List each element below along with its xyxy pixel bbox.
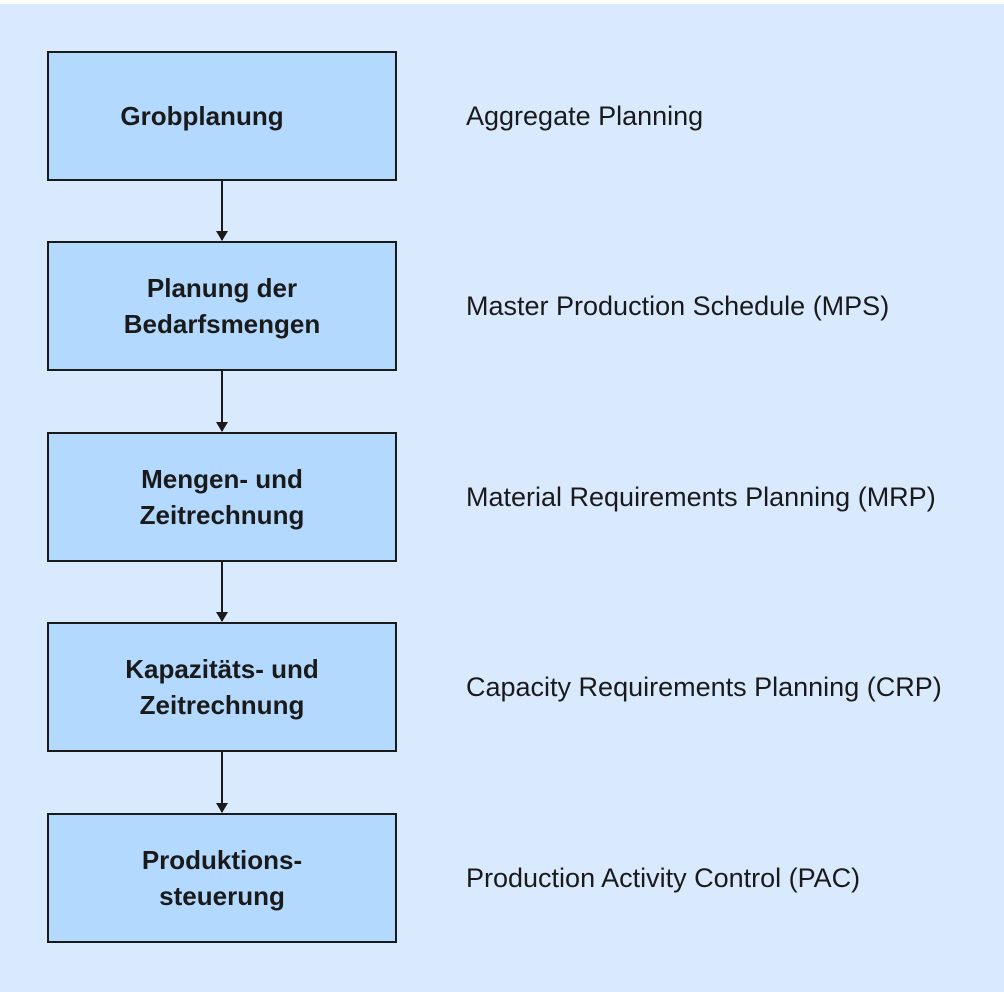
step-box-produktionssteuerung: Produktions- steuerung bbox=[47, 813, 397, 943]
step-box-grobplanung: Grobplanung bbox=[47, 51, 397, 181]
step-label: Mengen- und Zeitrechnung bbox=[139, 464, 305, 530]
step-box-mengen-und-zeitrechnung: Mengen- und Zeitrechnung bbox=[47, 432, 397, 562]
step-box-planung-der-bedarfsmengen: Planung der Bedarfsmengen bbox=[47, 241, 397, 371]
step-translation-mps: Master Production Schedule (MPS) bbox=[466, 290, 890, 321]
step-label: Planung der Bedarfsmengen bbox=[123, 273, 321, 339]
step-label: Produktions- steuerung bbox=[141, 845, 303, 911]
step-translation-pac: Production Activity Control (PAC) bbox=[466, 862, 861, 893]
step-label: Kapazitäts- und Zeitrechnung bbox=[125, 654, 319, 720]
top-border bbox=[0, 0, 1004, 4]
step-translation-mrp: Material Requirements Planning (MRP) bbox=[466, 481, 936, 512]
step-translation-crp: Capacity Requirements Planning (CRP) bbox=[466, 671, 942, 702]
step-label: Grobplanung bbox=[120, 101, 284, 131]
step-translation-aggregate-planning: Aggregate Planning bbox=[466, 100, 704, 131]
step-box-kapazitaets-und-zeitrechnung: Kapazitäts- und Zeitrechnung bbox=[47, 622, 397, 752]
